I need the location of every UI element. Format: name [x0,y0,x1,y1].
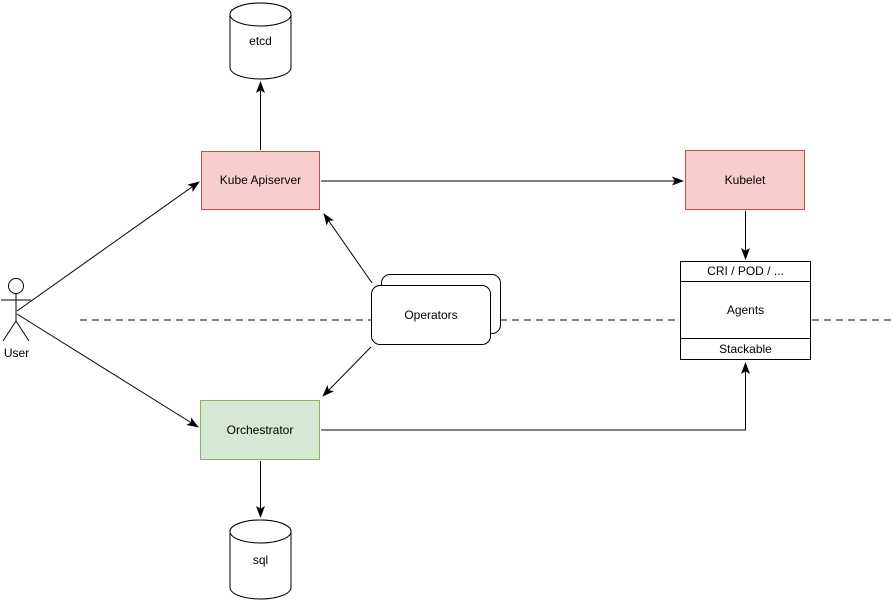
node-kubelet: Kubelet [685,150,805,210]
node-operators-label: Operators [404,307,458,322]
edge-orchestrator-to-stackable [321,362,750,431]
node-kubelet-label: Kubelet [724,172,766,187]
node-kube-apiserver-label: Kube Apiserver [219,173,302,188]
edge-user-to-apiserver [16,181,200,312]
cri-pod-agents-label: Agents [726,302,765,317]
edge-operators-to-apiserver [323,213,373,284]
cri-pod-header-label: CRI / POD / ... [707,264,784,279]
edge-operators-to-orchestrator [322,346,372,397]
sql-cylinder-shape [229,519,292,600]
cri-pod-stackable-section: Stackable [681,338,810,359]
node-kube-apiserver: Kube Apiserver [201,151,320,210]
node-operators: Operators [371,285,491,345]
cri-pod-stackable-label: Stackable [719,341,772,356]
edge-user-to-orchestrator [16,313,199,428]
user-actor-icon [1,278,31,342]
node-orchestrator-label: Orchestrator [226,422,294,437]
node-cri-pod: CRI / POD / ... Agents Stackable [680,261,811,360]
cri-pod-agents-section: Agents [681,282,810,338]
etcd-cylinder-shape [229,2,292,80]
node-orchestrator: Orchestrator [200,400,320,460]
cri-pod-header-section: CRI / POD / ... [681,262,810,282]
